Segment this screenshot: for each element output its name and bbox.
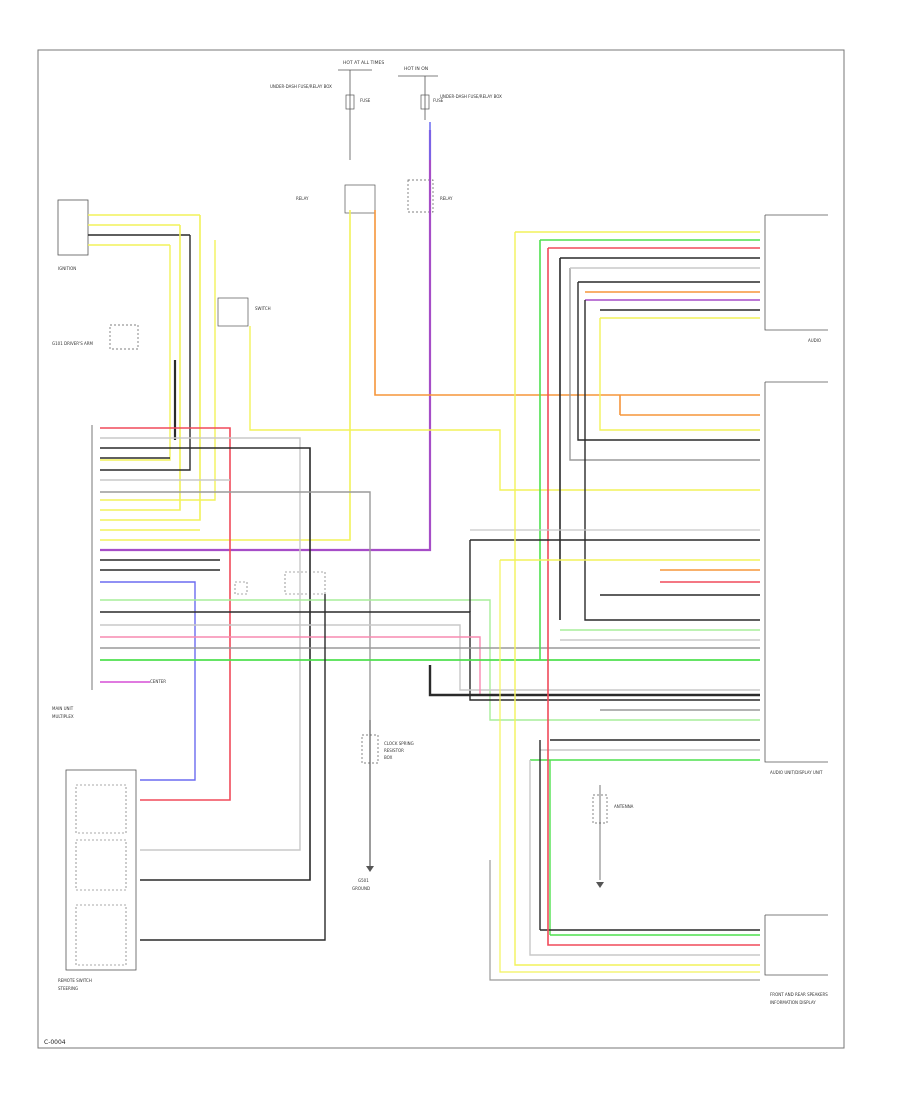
diagram-frame <box>37 49 845 1049</box>
fuse-icon <box>345 94 355 110</box>
bottom-right-sub-label: INFORMATION DISPLAY <box>770 1000 816 1005</box>
switch-label: SWITCH <box>255 306 271 311</box>
top-right-connector <box>764 215 828 331</box>
relay-b-label: RELAY <box>440 196 453 201</box>
switch-icon <box>217 297 249 327</box>
hot-in-on-label: HOT IN ON <box>404 66 428 72</box>
wire-orange <box>374 210 760 396</box>
antenna-unit-label: ANTENNA <box>614 804 634 809</box>
relay-a-label: RELAY <box>296 196 309 201</box>
ground-label: G501 <box>358 878 369 883</box>
wire-yellow <box>100 210 351 541</box>
top-right-label: AUDIO <box>808 338 821 343</box>
fuse-relay-group: HOT AT ALL TIMES HOT IN ON UNDER-DASH FU… <box>270 60 502 214</box>
resistor-sub-label: BOX <box>384 755 393 760</box>
antenna-unit-icon <box>592 794 608 824</box>
wire-purple <box>100 130 432 552</box>
bottom-right-label: FRONT AND REAR SPEAKERS <box>770 992 828 997</box>
bottom-right-connector <box>764 915 828 976</box>
page-id-label: C-0004 <box>44 1039 66 1046</box>
remote-switch-box <box>65 769 137 971</box>
clock-spring-icon <box>361 734 379 764</box>
clock-spring-label: CLOCK SPRING <box>384 741 414 746</box>
ground-icon <box>366 866 374 872</box>
left-switch-icon <box>109 324 139 350</box>
fuse-box-right-label: UNDER-DASH FUSE/RELAY BOX <box>440 94 502 99</box>
relay-icon <box>407 179 434 213</box>
fuse-b-label: FUSE <box>433 98 444 103</box>
ground-icon <box>596 882 604 888</box>
left-top-connector <box>57 199 89 256</box>
fuse-box-left-label: UNDER-DASH FUSE/RELAY BOX <box>270 84 332 89</box>
main-unit-label: MAIN UNIT <box>52 706 74 711</box>
hot-at-all-times-label: HOT AT ALL TIMES <box>343 60 384 66</box>
main-unit-sub-label: MULTIPLEX <box>52 714 74 719</box>
ground-sub-label: GROUND <box>352 886 370 891</box>
remote-switch-label: REMOTE SWITCH <box>58 978 92 983</box>
fuse-a-label: FUSE <box>360 98 371 103</box>
remote-switch-sub-label: STEERING <box>58 986 78 991</box>
center-label: CENTER <box>150 679 166 684</box>
right-big-label: AUDIO UNIT/DISPLAY UNIT <box>770 770 823 775</box>
left-connector-label: G101 DRIVER'S ARM <box>52 341 94 346</box>
right-big-connector <box>764 382 828 763</box>
relay-icon <box>344 184 376 214</box>
resistor-label: RESISTOR <box>384 748 404 753</box>
fuse-icon <box>420 94 430 110</box>
ignition-connector-label: IGNITION <box>58 266 76 271</box>
